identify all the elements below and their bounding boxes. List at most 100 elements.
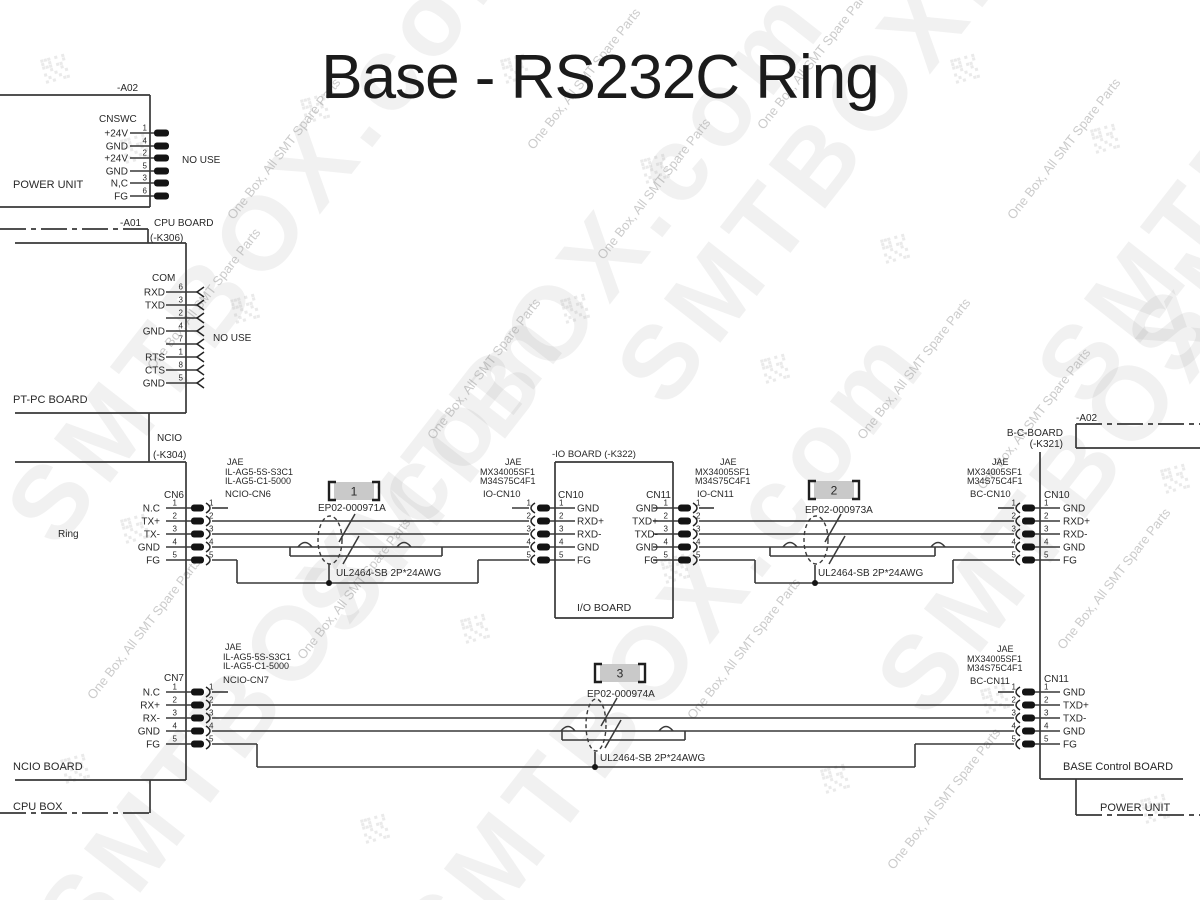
connector-title: CN7 xyxy=(164,673,184,684)
pin-number: 2 xyxy=(179,309,184,318)
socket-contact-icon xyxy=(205,515,211,527)
pin-name: GND xyxy=(636,504,658,515)
cable-number-box xyxy=(814,481,854,499)
cable-pin-number: 1 xyxy=(1012,683,1017,692)
watermark-qr-icon xyxy=(230,293,261,324)
cable-number: 1 xyxy=(351,485,358,499)
socket-contact-icon xyxy=(1015,541,1021,553)
board-label: B-C-BOARD xyxy=(1007,428,1063,439)
connector-title: CN6 xyxy=(164,490,184,501)
contact-icon xyxy=(1022,701,1035,709)
pin-number: 4 xyxy=(1044,538,1049,547)
pin-number: 4 xyxy=(143,137,148,146)
pin-name: RXD- xyxy=(577,530,601,541)
cable-jacket-icon xyxy=(317,515,343,565)
pin-number: 4 xyxy=(173,538,178,547)
contact-icon xyxy=(191,517,204,525)
cable-pin-number: 2 xyxy=(209,696,214,705)
bracket-icon xyxy=(327,480,336,502)
pin-number: 1 xyxy=(1044,499,1049,508)
spec-model: IL-AG5-C1-5000 xyxy=(223,661,289,671)
cable-pin-number: 4 xyxy=(696,538,701,547)
wire-hop-icon xyxy=(782,541,798,548)
spec-connector: BC-CN10 xyxy=(970,489,1011,500)
watermark-qr-icon xyxy=(980,683,1011,714)
twist-mark-icon xyxy=(342,535,360,565)
socket-contact-icon xyxy=(205,528,211,540)
pin-number: 1 xyxy=(559,499,564,508)
cable-pin-number: 3 xyxy=(696,525,701,534)
pin-name: TX- xyxy=(144,530,160,541)
pin-number: 2 xyxy=(1044,512,1049,521)
pin-number: 4 xyxy=(559,538,564,547)
spec-model: IL-AG5-5S-S3C1 xyxy=(225,467,293,477)
pin-number: 1 xyxy=(1044,683,1049,692)
cable-pin-number: 5 xyxy=(1012,735,1017,744)
open-contact-icon xyxy=(195,325,205,337)
contact-icon xyxy=(1022,714,1035,722)
cable-number-box xyxy=(334,482,374,500)
pin-name: RX+ xyxy=(140,701,160,712)
pin-number: 6 xyxy=(179,283,184,292)
pin-number: 3 xyxy=(559,525,564,534)
spec-model: MX34005SF1 xyxy=(967,654,1022,664)
pin-number: 3 xyxy=(173,525,178,534)
bracket-icon xyxy=(372,480,381,502)
socket-contact-icon xyxy=(1015,725,1021,737)
socket-contact-icon xyxy=(1015,515,1021,527)
contact-icon xyxy=(1022,543,1035,551)
pin-number: 4 xyxy=(1044,722,1049,731)
board-header: -IO BOARD (-K322) xyxy=(552,449,636,460)
contact-icon xyxy=(1022,688,1035,696)
spec-maker: JAE xyxy=(227,457,244,467)
pin-name: N,C xyxy=(111,179,128,190)
cable-number: 2 xyxy=(831,484,838,498)
pin-number: 4 xyxy=(664,538,669,547)
contact-icon xyxy=(537,530,550,538)
open-contact-icon xyxy=(195,364,205,376)
watermark-qr-icon xyxy=(1090,123,1121,154)
pin-number: 1 xyxy=(143,124,148,133)
pin-number: 2 xyxy=(143,149,148,158)
socket-contact-icon xyxy=(1015,554,1021,566)
wire-hop-icon xyxy=(297,541,313,548)
board-label: I/O BOARD xyxy=(577,602,632,614)
pin-name: GND xyxy=(1063,727,1085,738)
watermark-qr-icon xyxy=(560,293,591,324)
pin-name: RX- xyxy=(143,714,160,725)
cable-spec: UL2464-SB 2P*24AWG xyxy=(818,568,923,579)
socket-contact-icon xyxy=(692,515,698,527)
pin-name: GND xyxy=(577,543,599,554)
pin-name: GND xyxy=(1063,688,1085,699)
pin-number: 3 xyxy=(1044,525,1049,534)
wire-hop-icon xyxy=(658,725,674,732)
watermark-qr-icon xyxy=(760,353,791,384)
pin-number: 3 xyxy=(173,709,178,718)
contact-icon xyxy=(191,688,204,696)
pin-number: 5 xyxy=(1044,551,1049,560)
board-label: NCIO BOARD xyxy=(13,761,83,773)
pin-name: +24V xyxy=(104,154,128,165)
open-contact-icon xyxy=(195,351,205,363)
spec-connector: BC-CN11 xyxy=(970,676,1010,687)
pin-number: 5 xyxy=(1044,735,1049,744)
signal-label: Ring xyxy=(58,529,79,540)
spec-connector: NCIO-CN7 xyxy=(223,675,269,686)
junction-dot xyxy=(326,580,332,586)
pin-number: 2 xyxy=(664,512,669,521)
pin-number: 1 xyxy=(664,499,669,508)
socket-contact-icon xyxy=(692,541,698,553)
socket-contact-icon xyxy=(205,725,211,737)
contact-icon xyxy=(1022,517,1035,525)
pin-number: 3 xyxy=(1044,709,1049,718)
ref-label: -A02 xyxy=(1076,413,1098,424)
pin-number: 1 xyxy=(179,348,184,357)
cable-pin-number: 4 xyxy=(527,538,532,547)
contact-icon xyxy=(191,556,204,564)
twist-mark-icon xyxy=(600,697,618,727)
socket-contact-icon xyxy=(205,738,211,750)
pin-name: TXD+ xyxy=(1063,701,1089,712)
board-label: BASE Control BOARD xyxy=(1063,761,1173,773)
cable-pin-number: 3 xyxy=(1012,525,1017,534)
spec-maker: JAE xyxy=(505,457,522,467)
